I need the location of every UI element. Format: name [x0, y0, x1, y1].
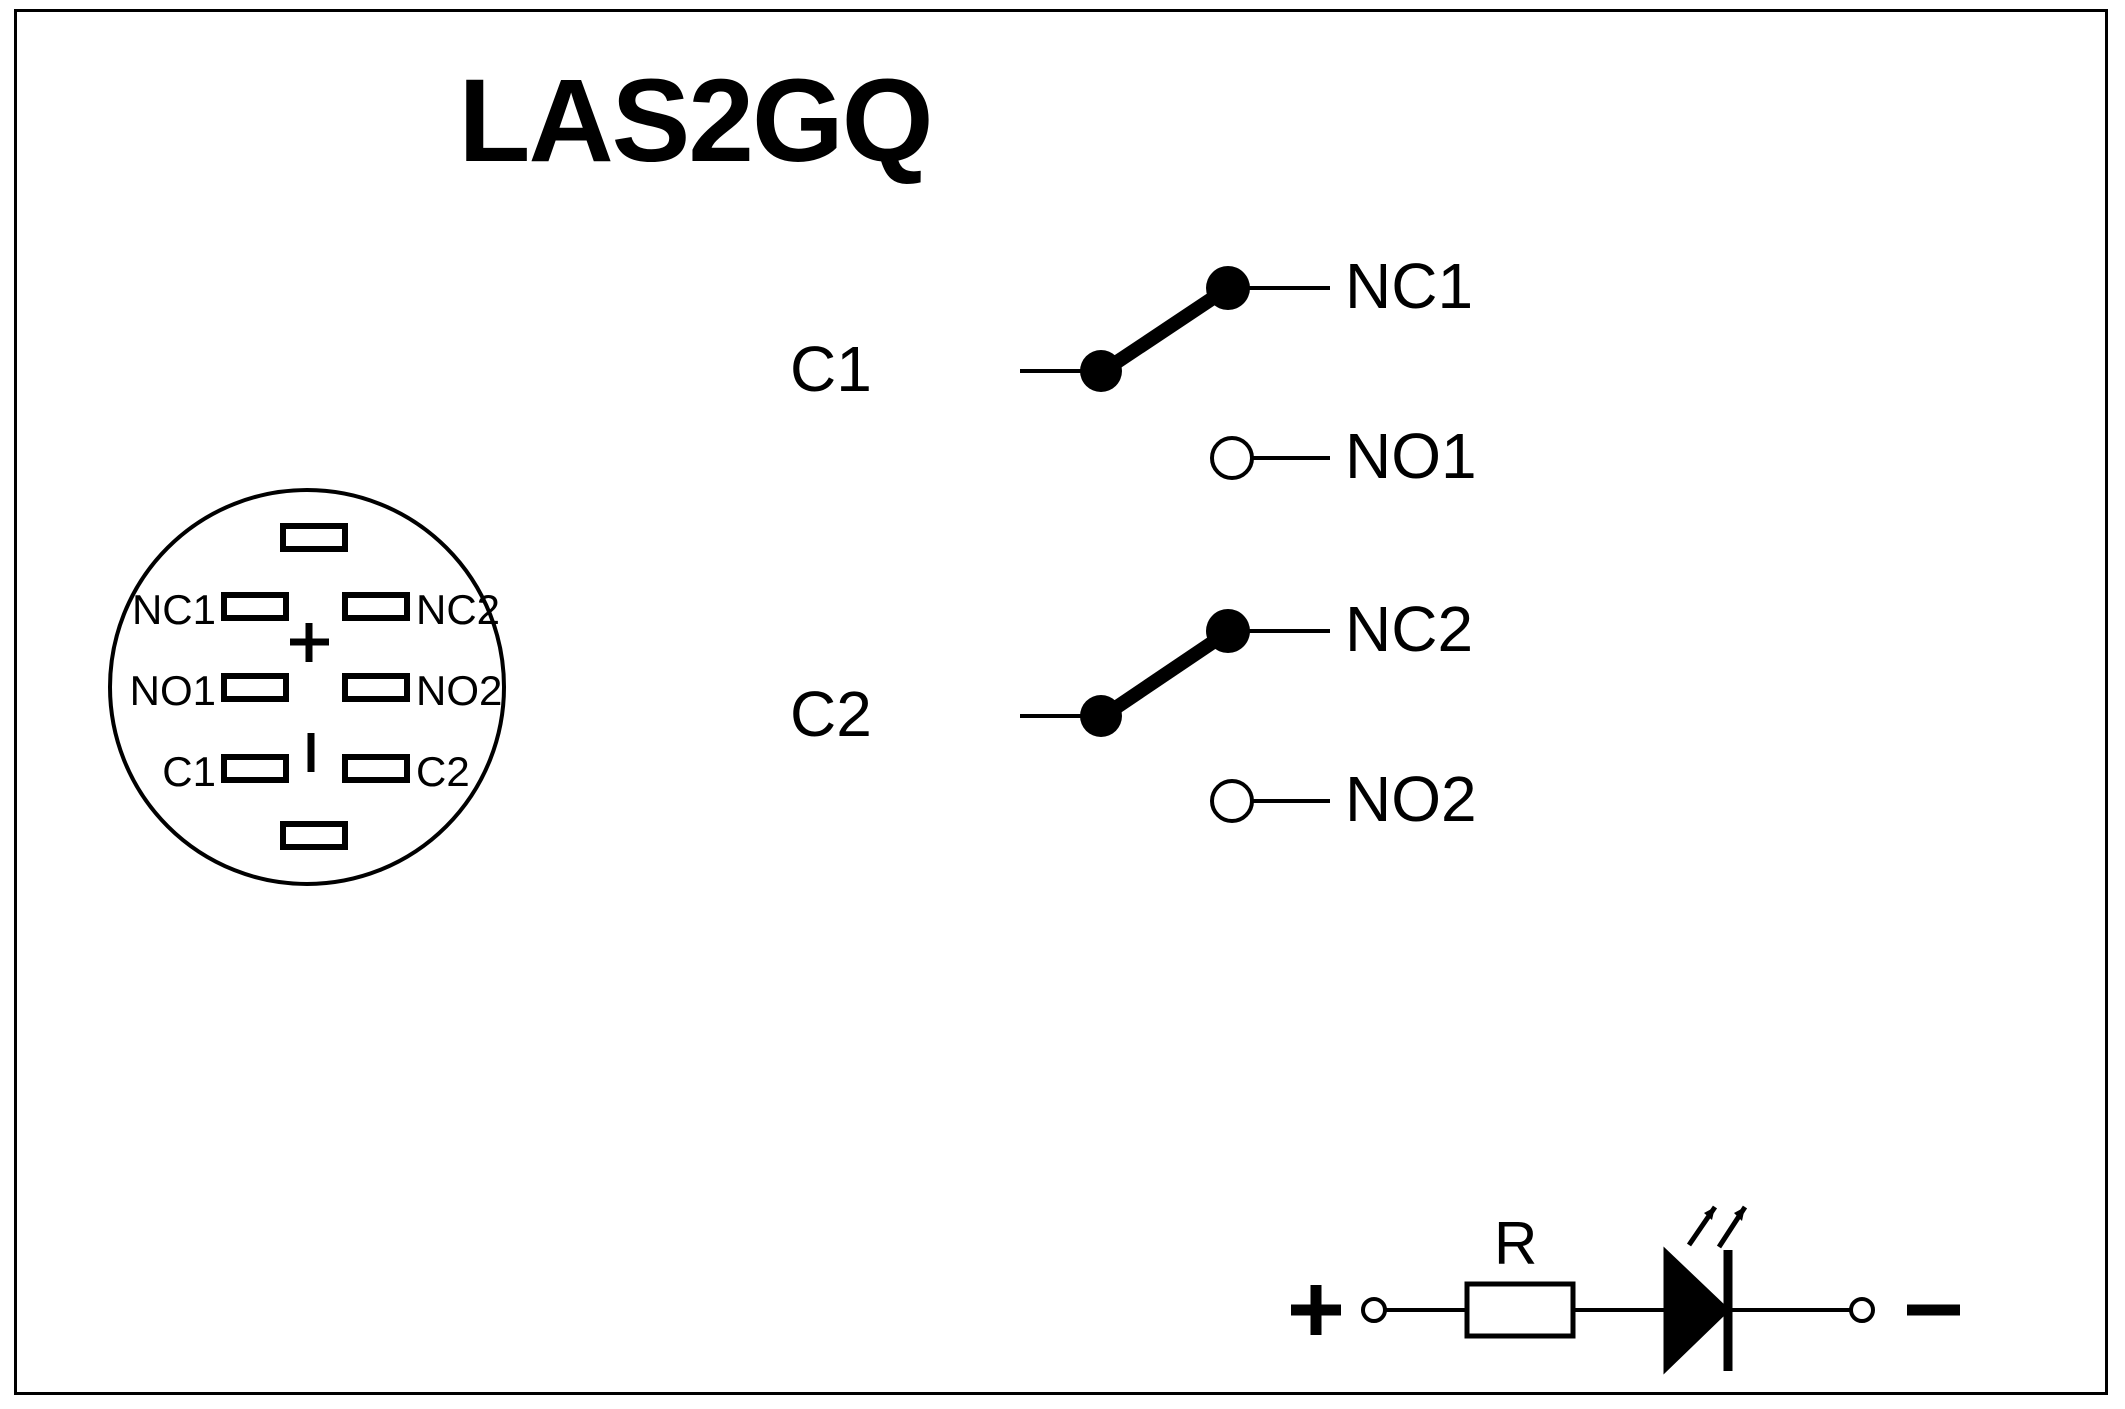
schematic-label-c1: C1	[790, 333, 872, 405]
connector-label-no1: NO1	[129, 667, 216, 714]
no1-terminal-circle	[1210, 436, 1254, 480]
c2-terminal-dot	[1080, 695, 1122, 737]
switch-pole-2-graphic	[1020, 609, 1330, 823]
connector-label-no2: NO2	[416, 667, 503, 714]
switch-pole-1-graphic	[1020, 266, 1330, 480]
led-triangle	[1663, 1246, 1731, 1375]
connector-pin-no1	[221, 673, 289, 702]
resistor-label: R	[1494, 1210, 1538, 1277]
switch-2-blade	[1092, 622, 1238, 727]
page-title: LAS2GQ	[458, 55, 933, 187]
nc2-terminal-dot	[1206, 609, 1250, 653]
connector-outline	[108, 488, 506, 886]
connector-label-c1: C1	[162, 748, 216, 795]
no2-terminal-circle	[1210, 779, 1254, 823]
connector-pin-bottom	[280, 821, 348, 850]
connector-label-nc1: NC1	[131, 586, 216, 633]
connector-pin-nc1	[221, 592, 289, 621]
page-border	[14, 9, 2108, 1395]
resistor-body	[1464, 1281, 1576, 1339]
connector-graphic	[108, 488, 506, 886]
positive-terminal-circle	[1361, 1297, 1387, 1323]
connector-label-nc2: NC2	[416, 586, 501, 633]
led-circuit-graphic	[1291, 1205, 1960, 1375]
led-emission-arrows-icon	[1686, 1205, 1748, 1249]
negative-terminal-circle	[1849, 1297, 1875, 1323]
connector-label-c2: C2	[416, 748, 470, 795]
connector-pin-nc2	[342, 592, 410, 621]
connector-plus-mark	[290, 623, 329, 662]
schematic-label-no1: NO1	[1345, 420, 1477, 492]
schematic-label-c2: C2	[790, 678, 872, 750]
switch-1-blade	[1092, 278, 1238, 382]
schematic-label-nc1: NC1	[1345, 250, 1474, 322]
plus-symbol-icon	[1291, 1285, 1341, 1335]
connector-pin-c2	[342, 754, 410, 783]
connector-pin-no2	[342, 673, 410, 702]
schematic-label-nc2: NC2	[1345, 593, 1474, 665]
connector-pin-top	[280, 523, 348, 552]
nc1-terminal-dot	[1206, 266, 1250, 310]
connector-pin-c1	[221, 754, 289, 783]
c1-terminal-dot	[1080, 350, 1122, 392]
schematic-label-no2: NO2	[1345, 763, 1477, 835]
